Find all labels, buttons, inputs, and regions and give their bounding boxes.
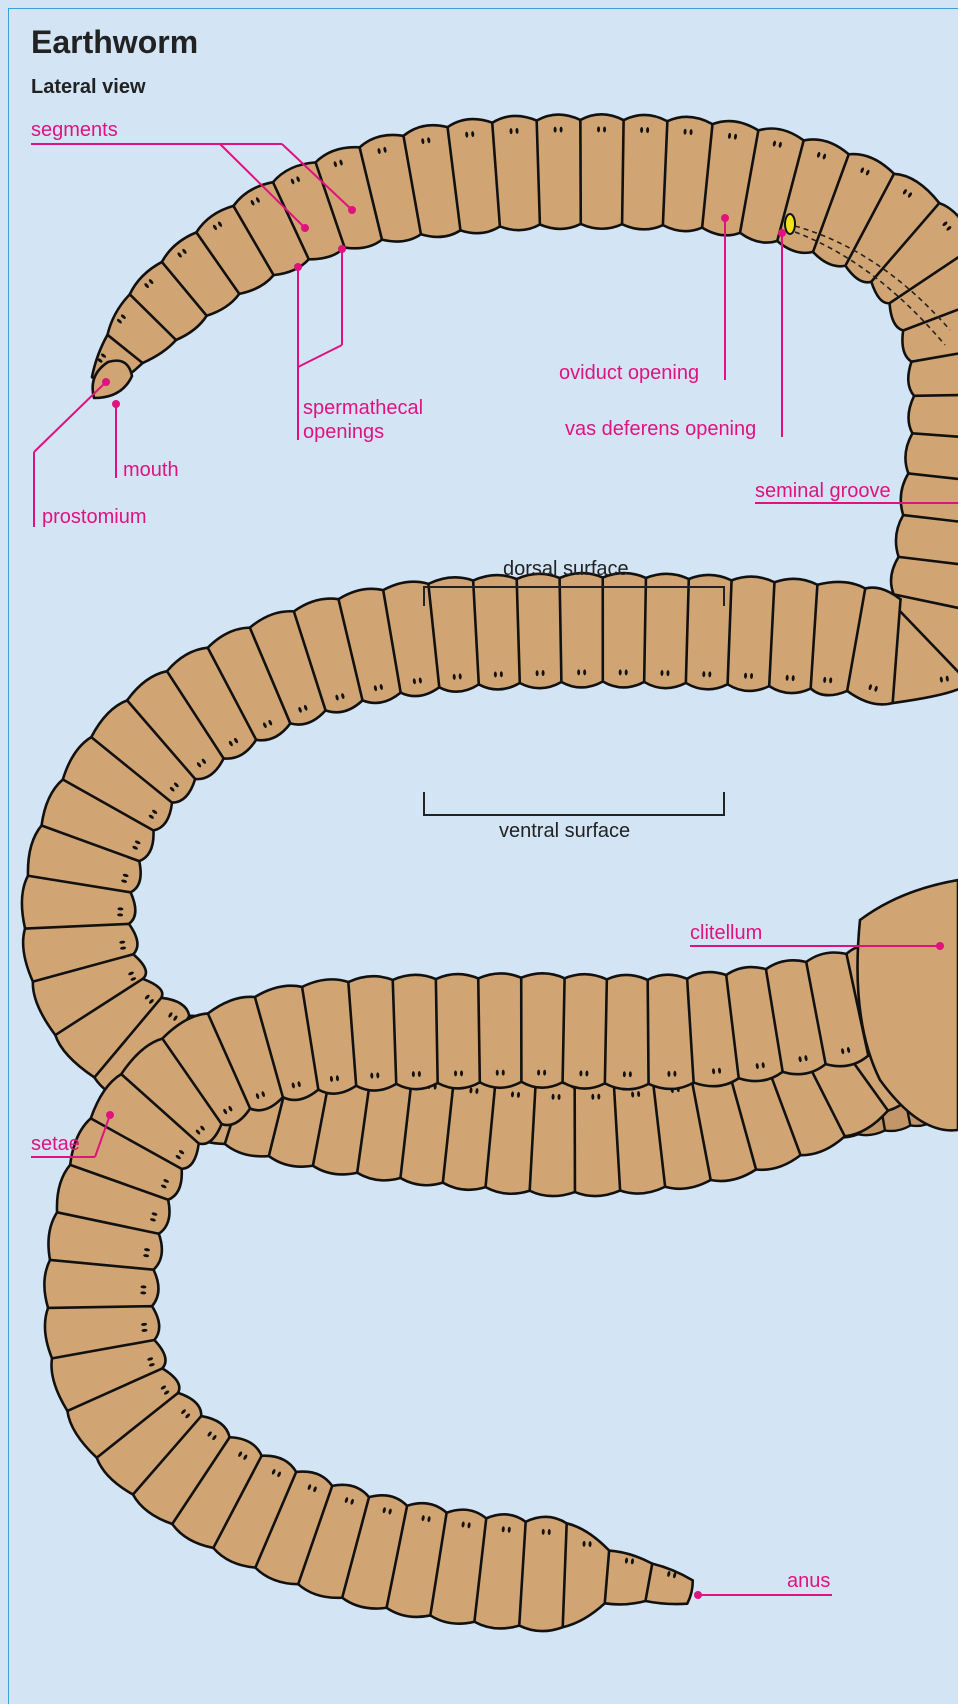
label-spermathecal-line2: openings bbox=[303, 421, 384, 443]
label-mouth: mouth bbox=[123, 459, 179, 481]
label-prostomium: prostomium bbox=[42, 506, 146, 528]
label-oviduct-opening: oviduct opening bbox=[559, 362, 699, 384]
oviduct-dot bbox=[721, 214, 729, 222]
spermathecal-dot bbox=[294, 263, 302, 271]
label-segments: segments bbox=[31, 119, 118, 141]
label-ventral-surface: ventral surface bbox=[499, 820, 630, 842]
spermathecal-leader bbox=[298, 345, 342, 367]
worm-segment bbox=[530, 1082, 580, 1196]
prostomium-dot bbox=[102, 378, 110, 386]
spermathecal-dot bbox=[338, 245, 346, 253]
label-seminal-groove: seminal groove bbox=[755, 480, 891, 502]
label-vas-deferens-opening: vas deferens opening bbox=[565, 418, 756, 440]
anus-dot bbox=[694, 1591, 702, 1599]
worm-segment bbox=[563, 1523, 611, 1627]
label-clitellum: clitellum bbox=[690, 922, 762, 944]
diagram-title: Earthworm bbox=[31, 24, 198, 61]
diagram-subtitle: Lateral view bbox=[31, 76, 146, 99]
label-anus: anus bbox=[787, 1570, 830, 1592]
mouth-dot bbox=[112, 400, 120, 408]
ventral-bracket bbox=[424, 792, 724, 815]
setae-dot bbox=[106, 1111, 114, 1119]
vas-deferens-opening-marker bbox=[785, 214, 795, 234]
worm-body bbox=[22, 114, 958, 1631]
segments-dot bbox=[301, 224, 309, 232]
vas-deferens-dot bbox=[778, 229, 786, 237]
worm-segment bbox=[640, 574, 689, 688]
worm-segment bbox=[516, 973, 564, 1087]
label-dorsal-surface: dorsal surface bbox=[503, 558, 629, 580]
worm-segment bbox=[598, 573, 646, 687]
label-spermathecal-line1: spermathecal bbox=[303, 397, 423, 419]
worm-segment bbox=[645, 1564, 692, 1604]
clitellum-dot bbox=[936, 942, 944, 950]
segments-dot bbox=[348, 206, 356, 214]
prostomium-leader bbox=[34, 382, 106, 452]
label-setae: setae bbox=[31, 1133, 80, 1155]
worm-segment bbox=[559, 974, 607, 1088]
